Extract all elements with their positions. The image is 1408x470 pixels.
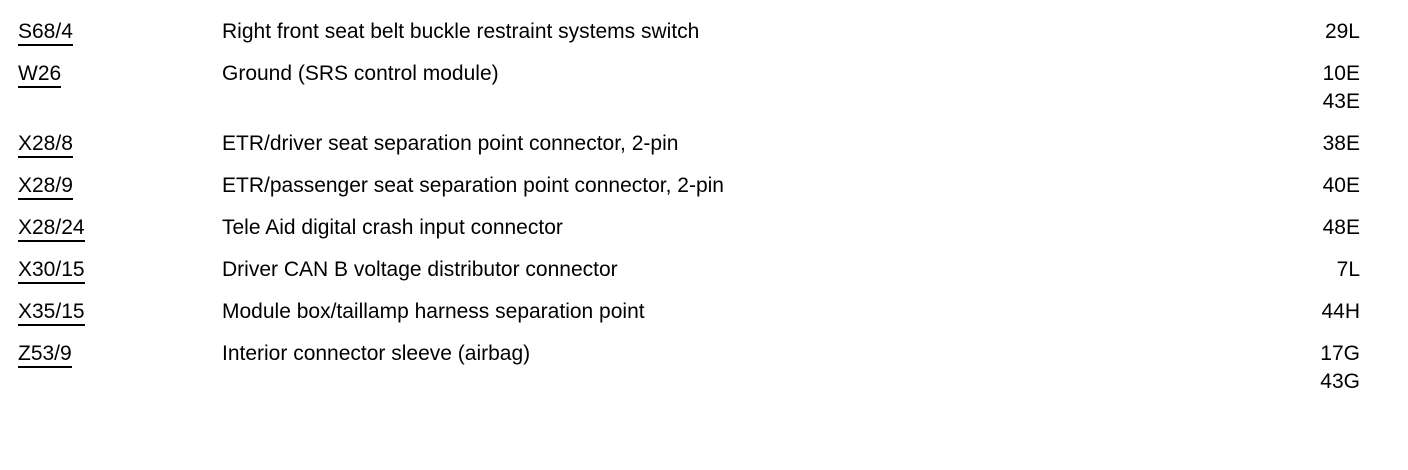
component-code-link[interactable]: Z53/9 [18,341,72,368]
component-description-cell: Interior connector sleeve (airbag) [222,342,531,365]
component-code-link[interactable]: X28/8 [18,131,73,158]
component-code-link[interactable]: X28/9 [18,173,73,200]
component-location-cell: 40E [1220,172,1360,200]
table-row: X28/9 ETR/passenger seat separation point… [18,172,1360,200]
component-code-cell: X28/9 [18,172,222,200]
component-code-link[interactable]: X30/15 [18,257,85,284]
component-code-cell: X30/15 [18,256,222,284]
component-code-link[interactable]: W26 [18,61,62,88]
component-description-cell: ETR/driver seat separation point connect… [222,132,679,155]
grid-location-ref[interactable]: 29L [1324,20,1360,43]
table-row: X28/8 ETR/driver seat separation point co… [18,130,1360,158]
component-code-cell: X28/8 [18,130,222,158]
table-row: X28/24 Tele Aid digital crash input conne… [18,214,1360,242]
grid-location-ref[interactable]: 40E [1322,174,1360,197]
component-description-cell: Module box/taillamp harness separation p… [222,300,645,323]
grid-location-ref[interactable]: 17G [1320,342,1360,365]
component-location-cell: 48E [1220,214,1360,242]
grid-location-ref[interactable]: 43E [1322,90,1360,113]
component-code-link[interactable]: X35/15 [18,299,85,326]
component-location-cell: 38E [1220,130,1360,158]
component-location-cell: 29L [1220,18,1360,46]
table-row: S68/4 Right front seat belt buckle restra… [18,18,1360,46]
component-code-cell: X35/15 [18,298,222,326]
component-code-cell: S68/4 [18,18,222,46]
component-description-cell: Ground (SRS control module) [222,62,499,85]
table-row: X30/15 Driver CAN B voltage distributor c… [18,256,1360,284]
table-row: Z53/9 Interior connector sleeve (airbag) 1… [18,340,1360,396]
grid-location-ref[interactable]: 44H [1321,300,1360,323]
table-row: X35/15 Module box/taillamp harness separa… [18,298,1360,326]
component-code-link[interactable]: S68/4 [18,19,73,46]
grid-location-ref[interactable]: 48E [1322,216,1360,239]
component-description-cell: ETR/passenger seat separation point conn… [222,174,724,197]
component-code-cell: X28/24 [18,214,222,242]
component-location-cell: 7L [1220,256,1360,284]
grid-location-ref[interactable]: 43G [1320,370,1360,393]
grid-location-ref[interactable]: 10E [1322,62,1360,85]
component-location-cell: 44H [1220,298,1360,326]
component-code-cell: Z53/9 [18,340,222,368]
grid-location-ref[interactable]: 38E [1322,132,1360,155]
component-description-cell: Tele Aid digital crash input connector [222,216,563,239]
grid-location-ref[interactable]: 7L [1336,258,1360,281]
component-description-cell: Right front seat belt buckle restraint s… [222,20,700,43]
component-code-cell: W26 [18,60,222,88]
component-description-cell: Driver CAN B voltage distributor connect… [222,258,618,281]
component-code-link[interactable]: X28/24 [18,215,85,242]
